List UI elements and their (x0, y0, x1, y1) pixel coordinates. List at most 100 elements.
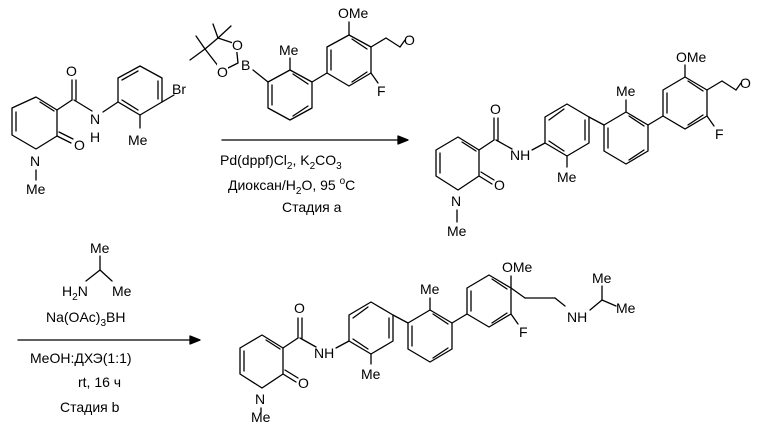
biaryl-bond (648, 116, 663, 125)
c-f-bond (371, 73, 378, 83)
c-f-bond (707, 116, 714, 126)
n-aryl-bond (103, 102, 118, 112)
arrowhead (398, 136, 408, 144)
step-b-label: Стадия b (60, 399, 120, 415)
benzylic-bond (511, 288, 525, 298)
biaryl-bond (452, 314, 467, 323)
amide-oxygen-label: O (294, 300, 305, 316)
c-n-bond (86, 270, 100, 281)
methyl-label: Me (128, 132, 148, 148)
ring-nitrogen-label: N (255, 391, 265, 407)
fluorine-label: F (715, 126, 724, 142)
boronate-oxygen-label-2: O (217, 64, 228, 80)
methyl-label: Me (616, 83, 636, 99)
methyl-bond (100, 270, 112, 281)
step-b-time: rt, 16 ч (78, 374, 121, 390)
n-methyl-label: Me (447, 223, 467, 239)
fluorine-label: F (519, 324, 528, 340)
amide-n-label: N (90, 111, 100, 127)
pyridone-ring (436, 137, 479, 190)
amide-oxygen-label: O (66, 63, 77, 79)
methyl-bond (602, 300, 616, 306)
pinacol-methyl-bond (190, 49, 205, 60)
n-methyl-label: Me (251, 409, 271, 424)
intermediate-aldehyde: O N Me O NH Me Me OMe O (436, 49, 751, 239)
n-isopropyl-bond (590, 300, 602, 310)
amide-nh-label: NH (510, 147, 530, 163)
benzene-ring (408, 310, 452, 362)
benzene-ring (327, 35, 371, 86)
arrowhead (190, 336, 200, 344)
biaryl-bond (312, 73, 327, 82)
aldehyde-bond (722, 81, 736, 90)
amide-nh-label: NH (314, 345, 334, 361)
benzene-ring (467, 275, 511, 327)
pinacol-methyl-bond (196, 36, 205, 49)
ring-nitrogen-label: N (451, 193, 461, 209)
methoxy-label: OMe (338, 5, 369, 21)
aldehyde-bond (707, 81, 722, 90)
biaryl-bond (393, 315, 408, 323)
methyl-label: Me (90, 240, 110, 256)
benzene-ring (545, 104, 589, 156)
pinacol-methyl-bond (213, 24, 218, 38)
boronate-reagent: O O B Me OMe O F (190, 5, 415, 120)
benzene-ring (118, 66, 162, 115)
methoxy-label: OMe (502, 259, 533, 275)
n-aryl-bond (532, 143, 545, 150)
aldehyde-oxygen-label: O (740, 75, 751, 91)
ring-double-bond (122, 71, 138, 80)
methyl-label: Me (279, 42, 299, 58)
aldehyde-oxygen-label: O (404, 32, 415, 48)
methyl-label-2: Me (112, 283, 132, 299)
pyridone-ring (12, 97, 57, 149)
boron-label: B (241, 57, 250, 73)
bromine-label: Br (172, 81, 186, 97)
ring-nitrogen-label: N (30, 153, 40, 169)
aldehyde-bond (386, 38, 400, 47)
amine-nh-label: NH (567, 309, 587, 325)
carbonyl-oxygen-label: O (494, 177, 505, 193)
methyl-label: Me (592, 270, 612, 286)
isopropylamine-reagent: Me H2N Me (62, 240, 132, 303)
step-a-conditions: Диоксан/H2O, 95 oC (228, 176, 355, 197)
amide-bond (283, 338, 298, 348)
amide-cn-bond (74, 100, 92, 111)
reaction-arrow-b (18, 336, 200, 344)
methyl-label-2: Me (616, 300, 636, 316)
methyl-label: Me (420, 281, 440, 297)
pinacol-methyl-bond (218, 26, 231, 38)
methyl-label: Me (361, 366, 381, 382)
benzene-ring (663, 77, 707, 129)
fluorine-label: F (377, 83, 386, 99)
benzene-ring (349, 302, 393, 354)
benzene-ring (268, 70, 312, 120)
step-b-reductant: Na(OAc)3BH (46, 309, 125, 329)
n-methyl-label: Me (26, 181, 46, 197)
amide-h-label: H (90, 129, 100, 145)
c-n-bond (555, 298, 565, 306)
final-product-amine: O N Me O NH Me Me OMe F (240, 259, 636, 424)
step-b-solvent: MeOH:ДХЭ(1:1) (30, 350, 132, 366)
amide-oxygen-label: O (490, 101, 501, 117)
c-f-bond (511, 314, 518, 324)
carbonyl-oxygen-label: O (298, 375, 309, 391)
b-aryl-bond (253, 70, 268, 82)
amine-label: H2N (62, 283, 88, 303)
aldehyde-bond (371, 38, 386, 47)
amide-bond (57, 100, 72, 110)
reaction-arrow-a (222, 136, 408, 144)
step-a-label: Стадия а (282, 199, 342, 215)
methoxy-label: OMe (676, 49, 707, 65)
benzene-ring (604, 112, 648, 164)
amide-bond (479, 140, 494, 150)
starting-material-bromide: O N Me O N H Me Br (12, 63, 186, 197)
n-aryl-bond (336, 341, 349, 348)
step-a-catalyst: Pd(dppf)Cl2, K2CO3 (220, 152, 342, 172)
boronate-oxygen-label: O (232, 37, 243, 53)
pyridone-ring (240, 335, 283, 388)
biaryl-bond (589, 117, 604, 125)
carbonyl-oxygen-label: O (74, 137, 85, 153)
methyl-label: Me (557, 169, 577, 185)
